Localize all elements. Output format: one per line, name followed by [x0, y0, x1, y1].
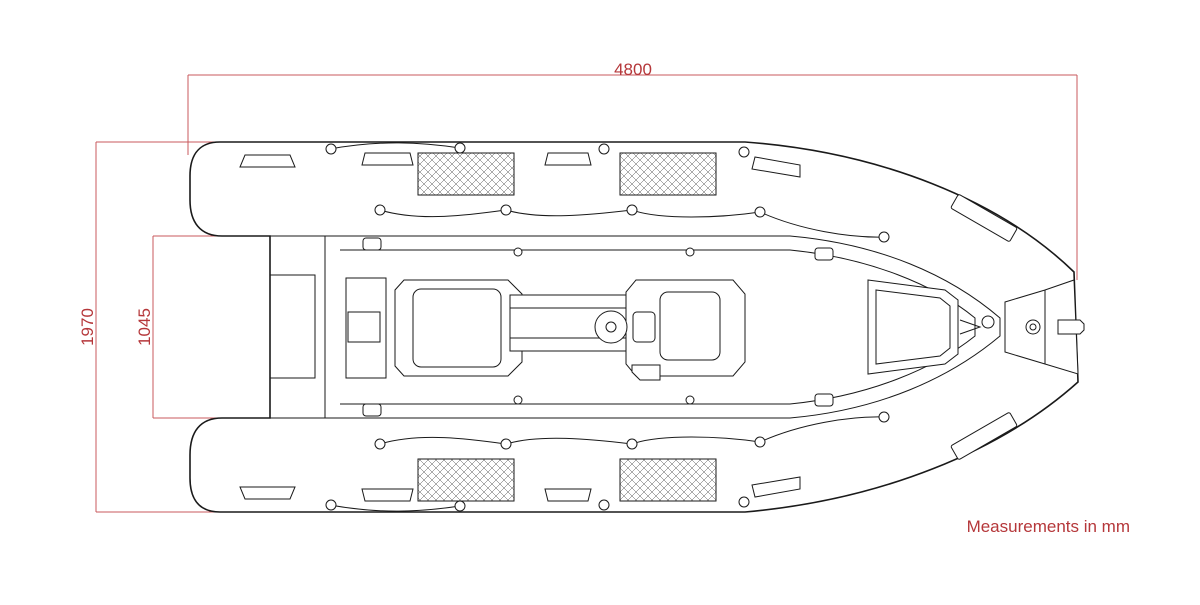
- cleat: [362, 237, 382, 251]
- d-ring: [738, 146, 750, 158]
- lower-tube: [239, 411, 1018, 512]
- handle: [239, 154, 296, 168]
- handle: [239, 486, 296, 500]
- bow-fitting: [981, 315, 995, 329]
- deck-fitting: [685, 247, 695, 257]
- d-ring: [325, 143, 337, 155]
- d-ring: [598, 499, 610, 511]
- d-ring: [626, 438, 638, 450]
- deck-outline: [324, 235, 1001, 419]
- handle: [751, 156, 801, 178]
- dimension-overall-width: 1970: [78, 141, 225, 513]
- inner-width-label: 1045: [135, 308, 154, 346]
- rear-seat: [412, 288, 502, 368]
- bow-cleat: [1057, 319, 1085, 335]
- d-ring: [454, 500, 466, 512]
- helm-seat: [659, 291, 721, 361]
- handle: [361, 488, 414, 502]
- deck-fitting: [685, 395, 695, 405]
- engine-well-hatch: [347, 311, 381, 343]
- d-ring: [754, 206, 766, 218]
- grab-line: [329, 504, 461, 512]
- deck-fitting: [513, 395, 523, 405]
- upper-pad-1: [417, 152, 515, 196]
- cleat: [814, 247, 834, 261]
- transom-step: [270, 235, 325, 419]
- d-ring: [500, 438, 512, 450]
- deck-cleats: [362, 237, 834, 417]
- dimension-inner-width: 1045: [135, 235, 225, 419]
- units-note: Measurements in mm: [966, 517, 1130, 536]
- width-label: 1970: [78, 308, 97, 346]
- d-ring: [754, 436, 766, 448]
- handle: [544, 152, 592, 166]
- engine-well: [345, 277, 387, 379]
- forward-locker: [867, 279, 959, 375]
- d-ring: [598, 143, 610, 155]
- d-ring: [500, 204, 512, 216]
- upper-rub-pad: [950, 194, 1018, 242]
- handle: [361, 152, 414, 166]
- length-label: 4800: [614, 60, 652, 79]
- d-ring: [454, 142, 466, 154]
- dimension-overall-length: 4800: [187, 60, 1078, 280]
- d-ring: [374, 204, 386, 216]
- deck-fitting: [513, 247, 523, 257]
- d-ring: [626, 204, 638, 216]
- grab-line: [329, 142, 461, 150]
- throttle-lever: [631, 364, 661, 381]
- bow-eye-center: [1029, 323, 1037, 331]
- steering-hub: [605, 321, 617, 333]
- handle: [544, 488, 592, 502]
- forward-locker-lid: [875, 289, 951, 365]
- anchor-fitting: [959, 319, 982, 335]
- lower-pad-2: [619, 458, 717, 502]
- lower-pad-1: [417, 458, 515, 502]
- d-ring: [738, 496, 750, 508]
- d-ring: [878, 411, 890, 423]
- cleat: [362, 403, 382, 417]
- deck-inner-line: [340, 249, 976, 405]
- d-ring: [878, 231, 890, 243]
- upper-tube: [239, 142, 1018, 243]
- steering-wheel: [594, 310, 628, 344]
- cleat: [814, 393, 834, 407]
- lower-rub-pad: [950, 412, 1018, 460]
- bow-eye: [1025, 319, 1041, 335]
- upper-pad-2: [619, 152, 717, 196]
- d-ring: [374, 438, 386, 450]
- throttle: [632, 311, 656, 343]
- handle: [751, 476, 801, 498]
- d-ring: [325, 499, 337, 511]
